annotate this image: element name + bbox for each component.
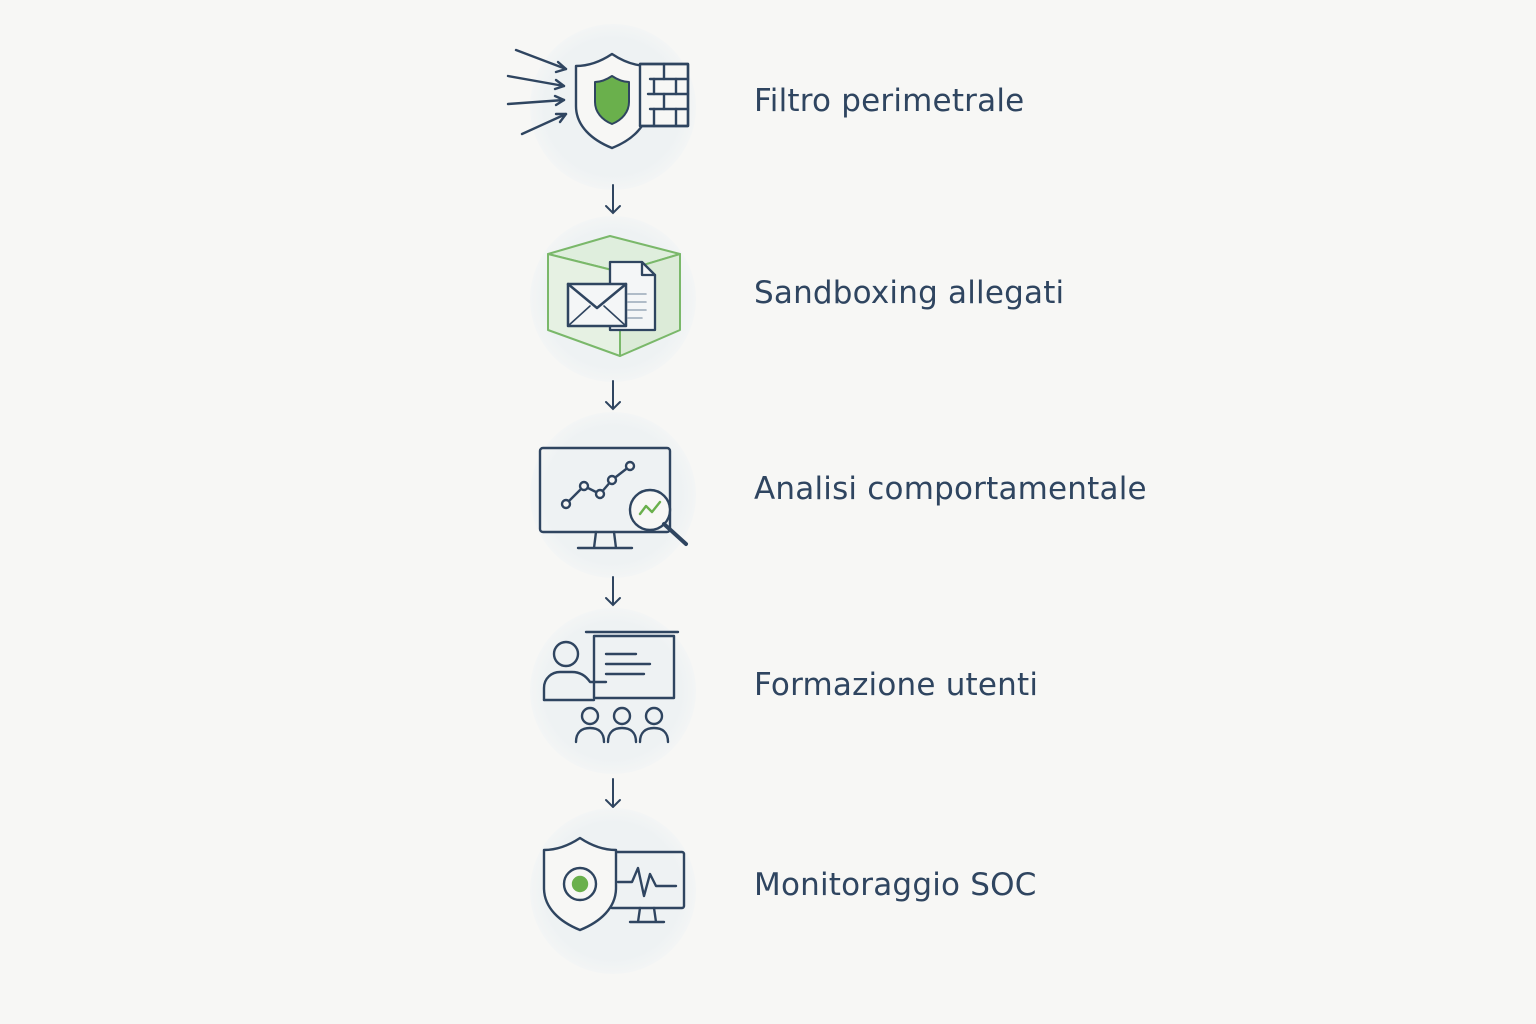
icon-halo — [530, 412, 696, 578]
flow-step-perimeter-filter: Filtro perimetrale — [0, 24, 1536, 194]
arrow-down-icon — [603, 575, 623, 611]
sandbox-email-icon — [500, 206, 710, 396]
step-label: Filtro perimetrale — [754, 83, 1025, 119]
arrow-down-icon — [603, 183, 623, 219]
flow-step-user-training: Formazione utenti — [0, 608, 1536, 778]
step-label: Sandboxing allegati — [754, 275, 1065, 311]
shield-firewall-icon — [500, 14, 710, 204]
arrow-down-icon — [603, 379, 623, 415]
flow-step-soc-monitoring: Monitoraggio SOC — [0, 808, 1536, 978]
flow-step-behavior-analysis: Analisi comportamentale — [0, 412, 1536, 582]
user-training-icon — [500, 598, 710, 788]
step-label: Analisi comportamentale — [754, 471, 1147, 507]
step-label: Formazione utenti — [754, 667, 1039, 703]
step-label: Monitoraggio SOC — [754, 867, 1037, 903]
arrow-down-icon — [603, 777, 623, 813]
shield-soc-monitor-icon — [500, 798, 710, 988]
flow-step-sandboxing: Sandboxing allegati — [0, 216, 1536, 386]
monitor-analytics-icon — [500, 402, 710, 592]
